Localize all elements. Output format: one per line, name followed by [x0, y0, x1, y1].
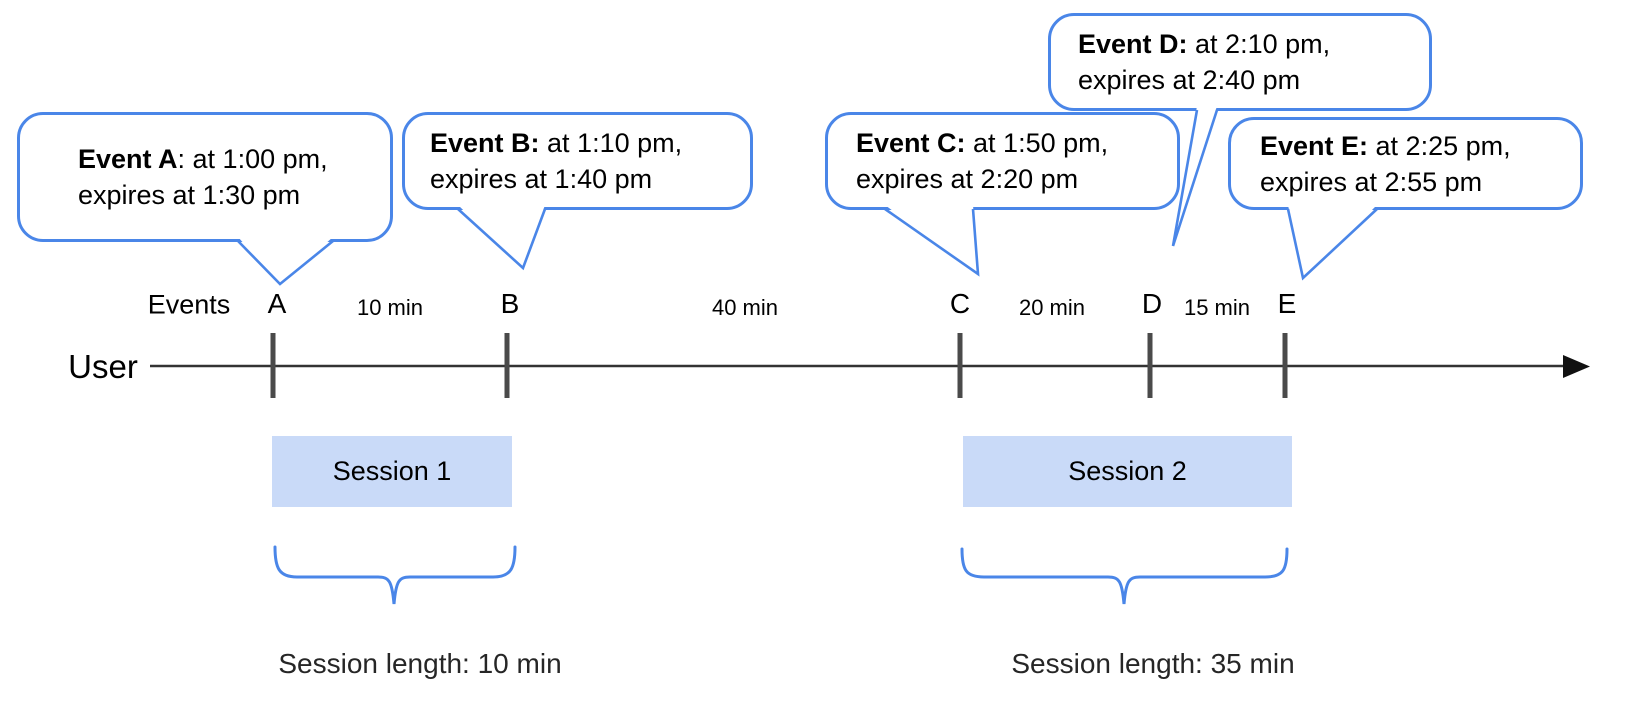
speech-tail-c — [885, 205, 978, 274]
session-1-label: Session 1 — [332, 456, 452, 486]
event-letter-c: C — [949, 288, 971, 319]
user-axis-label: User — [68, 348, 138, 385]
session-2-label: Session 2 — [1068, 456, 1187, 486]
bubble-line-2: expires at 2:20 pm — [856, 164, 1079, 194]
tick-event-b — [504, 333, 510, 398]
bubble-line-2: expires at 1:40 pm — [430, 164, 653, 194]
tick-event-c — [957, 333, 963, 398]
bubble-line-2: expires at 2:55 pm — [1260, 166, 1483, 197]
timeline-arrowhead-icon — [1563, 355, 1590, 378]
speech-bubble-event-e: Event E: at 2:25 pm, expires at 2:55 pm — [1228, 117, 1583, 210]
bubble-line-2: expires at 2:40 pm — [1078, 65, 1301, 95]
speech-bubble-event-b: Event B: at 1:10 pm, expires at 1:40 pm — [402, 112, 753, 210]
interval-label-de: 15 min — [1183, 295, 1251, 320]
session-1-box: Session 1 — [272, 436, 512, 507]
speech-tail-e — [1288, 205, 1377, 278]
event-time-text: at 1:50 pm, — [965, 128, 1109, 158]
event-letter-d: D — [1141, 288, 1163, 319]
bubble-line-1: Event B: at 1:10 pm, — [430, 125, 750, 161]
event-letter-b: B — [500, 288, 520, 319]
tick-event-a — [270, 333, 276, 398]
event-time-text: at 2:10 pm, — [1187, 29, 1331, 59]
event-time-text: at 1:10 pm, — [539, 128, 683, 158]
speech-tail-c-outline — [884, 207, 980, 277]
event-title: Event A — [78, 144, 178, 174]
event-time-text: at 2:25 pm, — [1368, 130, 1511, 161]
underbrace-session-2 — [960, 547, 1289, 605]
speech-bubble-event-c: Event C: at 1:50 pm, expires at 2:20 pm — [825, 112, 1180, 210]
speech-tail-b-outline — [457, 208, 547, 271]
bubble-line-1: Event D: at 2:10 pm, — [1078, 26, 1429, 62]
session-1-length-label: Session length: 10 min — [278, 648, 562, 679]
event-title: Event E: — [1260, 130, 1369, 161]
event-title: Event B: — [430, 128, 540, 158]
event-letter-e: E — [1277, 288, 1297, 319]
event-time-text: : at 1:00 pm, — [177, 144, 328, 174]
speech-bubble-event-a: Event A: at 1:00 pm, expires at 1:30 pm — [17, 112, 393, 242]
session-2-length-label: Session length: 35 min — [1011, 648, 1295, 679]
speech-tail-a-outline — [237, 239, 334, 286]
interval-label-bc: 40 min — [711, 295, 779, 320]
interval-label-cd: 20 min — [1018, 295, 1086, 320]
bubble-line-1: Event A: at 1:00 pm, — [78, 141, 390, 177]
event-title: Event D: — [1078, 29, 1188, 59]
speech-tail-e-outline — [1286, 208, 1378, 281]
events-row-label: Events — [147, 289, 231, 320]
bubble-line-1: Event E: at 2:25 pm, — [1260, 128, 1580, 164]
event-letter-a: A — [267, 288, 287, 319]
speech-tail-a — [238, 237, 333, 284]
bubble-line-2: expires at 1:30 pm — [78, 180, 301, 210]
tick-event-e — [1282, 333, 1288, 398]
session-2-box: Session 2 — [963, 436, 1292, 507]
speech-bubble-event-d: Event D: at 2:10 pm, expires at 2:40 pm — [1048, 13, 1432, 111]
interval-label-ab: 10 min — [356, 295, 424, 320]
speech-tail-b — [458, 205, 545, 268]
underbrace-session-1 — [273, 545, 517, 605]
bubble-line-1: Event C: at 1:50 pm, — [856, 125, 1177, 161]
tick-event-d — [1147, 333, 1153, 398]
event-title: Event C: — [856, 128, 966, 158]
